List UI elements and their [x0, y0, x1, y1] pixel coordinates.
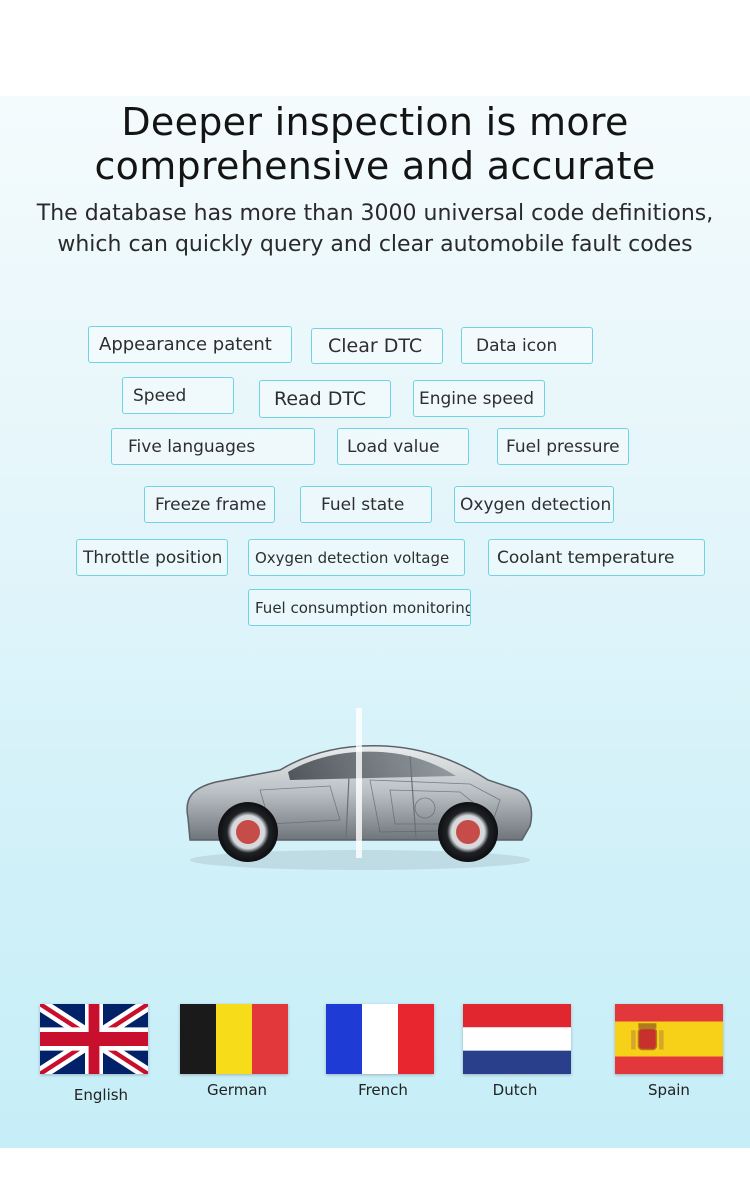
language-label-german: German [206, 1081, 268, 1099]
headline-line-2: comprehensive and accurate [94, 144, 656, 188]
feature-tag: Load value [337, 428, 469, 465]
feature-tag: Coolant temperature [488, 539, 705, 576]
feature-tag: Engine speed [413, 380, 545, 417]
language-label-dutch: Dutch [492, 1081, 538, 1099]
feature-tag: Five languages [111, 428, 315, 465]
feature-tag: Freeze frame [144, 486, 275, 523]
feature-tag: Fuel pressure [497, 428, 629, 465]
feature-tag: Oxygen detection [454, 486, 614, 523]
feature-tag: Appearance patent [88, 326, 292, 363]
car-xray-image [186, 708, 533, 870]
language-label-spain: Spain [648, 1081, 690, 1099]
language-label-french: French [358, 1081, 408, 1099]
feature-tag: Clear DTC [311, 328, 443, 364]
feature-tag: Throttle position [76, 539, 228, 576]
feature-tag: Data icon [461, 327, 593, 364]
feature-tag: Speed [122, 377, 234, 414]
headline-line-1: Deeper inspection is more [121, 100, 629, 144]
language-label-english: English [73, 1086, 129, 1104]
uk-flag-icon [40, 1004, 148, 1074]
feature-tag: Fuel state [300, 486, 432, 523]
feature-tag: Fuel consumption monitoring [248, 589, 471, 626]
subheadline-line-1: The database has more than 3000 universa… [36, 201, 714, 226]
netherlands-flag-icon [463, 1004, 571, 1074]
spain-flag-icon [615, 1004, 723, 1074]
france-flag-icon [326, 1004, 434, 1074]
subheadline: The database has more than 3000 universa… [0, 198, 750, 260]
headline: Deeper inspection is more comprehensive … [0, 100, 750, 188]
feature-tag: Oxygen detection voltage [248, 539, 465, 576]
content-panel [0, 96, 750, 1148]
subheadline-line-2: which can quickly query and clear automo… [57, 232, 693, 257]
feature-tag: Read DTC [259, 380, 391, 418]
belgium-flag-icon [180, 1004, 288, 1074]
